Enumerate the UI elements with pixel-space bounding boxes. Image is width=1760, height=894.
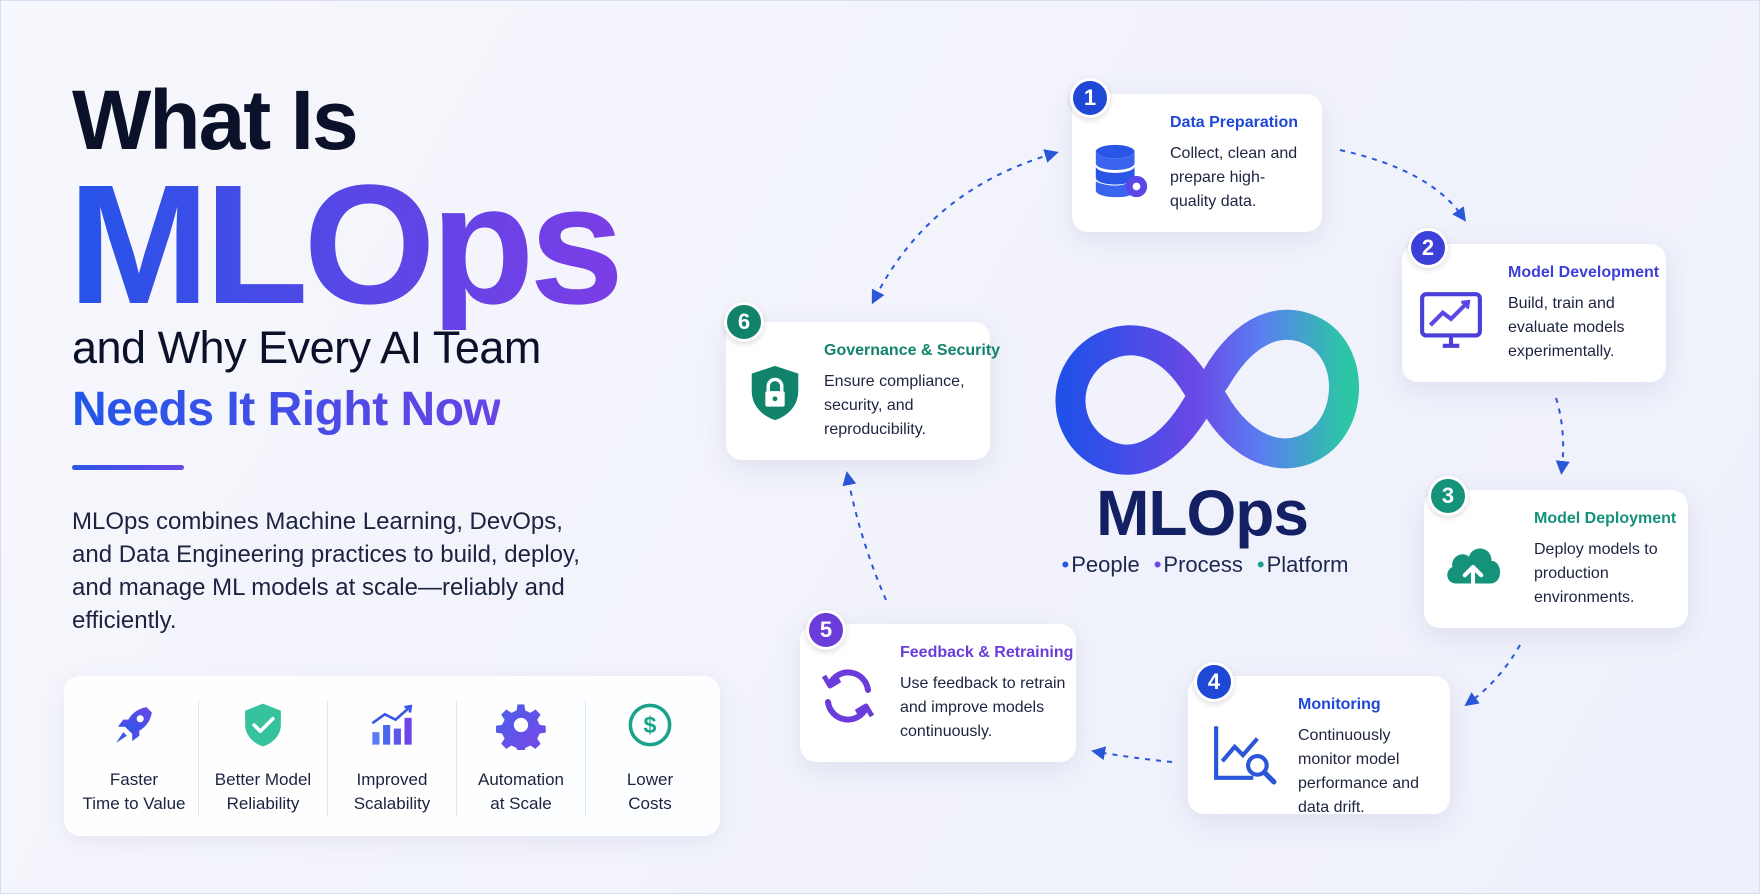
shield-check-icon	[245, 703, 281, 747]
step-number-badge: 4	[1194, 662, 1234, 702]
heading-line-4: Needs It Right Now	[72, 383, 501, 436]
step-card-governance-security: Governance & Security Ensure compliance,…	[726, 322, 1000, 460]
gear-icon	[496, 704, 546, 750]
step-card-feedback-retraining: Feedback & Retraining Use feedback to re…	[800, 624, 1076, 762]
pillars-row: •People •Process •Platform	[1040, 552, 1370, 578]
arrow-6-to-1	[871, 149, 1059, 305]
step-description: Deploy models to production environments…	[1534, 541, 1658, 606]
arrow-5-to-6	[842, 471, 887, 601]
benefit-label: Better Model Reliability	[214, 770, 312, 813]
step-card-model-deployment: Model Deployment Deploy models to produc…	[1424, 490, 1688, 628]
step-description: Ensure compliance, security, and reprodu…	[824, 373, 965, 438]
infinity-logo	[1055, 309, 1359, 475]
monitor-chart-icon	[1420, 292, 1482, 348]
step-number-badge: 6	[724, 302, 764, 342]
step-description: Collect, clean and prepare high-quality …	[1170, 145, 1298, 210]
step-title: Model Development	[1508, 264, 1660, 281]
benefit-item: Better Model Reliability	[199, 700, 328, 816]
benefit-label: Improved Scalability	[353, 770, 431, 813]
center-mlops-title: MLOps	[1096, 477, 1309, 549]
benefit-label: Automation at Scale	[478, 770, 564, 813]
step-description: Continuously monitor model performance a…	[1298, 727, 1419, 816]
step-number-badge: 3	[1428, 476, 1468, 516]
step-title: Model Deployment	[1534, 510, 1677, 527]
step-title: Governance & Security	[824, 342, 1001, 359]
step-card-model-development: Model Development Build, train and evalu…	[1402, 244, 1666, 382]
database-gear-icon	[1095, 144, 1148, 198]
step-number-badge: 1	[1070, 78, 1110, 118]
bar-chart-icon	[371, 704, 413, 745]
benefit-item: Faster Time to Value	[70, 700, 199, 816]
shield-lock-icon	[751, 365, 799, 421]
rocket-icon	[116, 707, 152, 743]
step-card-data-preparation: Data Preparation Collect, clean and prep…	[1072, 94, 1322, 232]
benefit-label: Faster Time to Value	[82, 770, 186, 813]
intro-description: MLOps combines Machine Learning, DevOps,…	[72, 508, 580, 634]
step-title: Data Preparation	[1170, 114, 1299, 131]
arrow-3-to-4	[1464, 644, 1521, 707]
pillar-platform: •Platform	[1256, 552, 1349, 577]
arrow-2-to-3	[1555, 397, 1570, 475]
benefit-item: Automation at Scale	[457, 700, 586, 816]
dollar-icon: $	[628, 703, 672, 747]
pillar-people: •People	[1061, 552, 1140, 577]
step-number-badge: 2	[1408, 228, 1448, 268]
svg-text:$: $	[644, 712, 657, 738]
step-number-badge: 5	[806, 610, 846, 650]
accent-divider	[72, 465, 184, 470]
heading-line-3: and Why Every AI Team	[72, 322, 541, 373]
step-card-monitoring: Monitoring Continuously monitor model pe…	[1188, 676, 1450, 816]
benefit-label: Lower Costs	[626, 770, 674, 813]
arrow-4-to-5	[1091, 746, 1173, 763]
cloud-upload-icon	[1447, 548, 1501, 594]
refresh-icon	[821, 669, 875, 723]
benefit-item: Improved Scalability	[328, 700, 457, 816]
step-title: Feedback & Retraining	[900, 644, 1074, 661]
benefits-bar: Faster Time to Value Better Model Reliab…	[64, 676, 720, 836]
heading-mlops: MLOps	[68, 150, 624, 340]
arrow-1-to-2	[1339, 149, 1467, 222]
step-description: Use feedback to retrain and improve mode…	[900, 675, 1066, 740]
chart-magnifier-icon	[1214, 726, 1277, 785]
step-description: Build, train and evaluate models experim…	[1508, 295, 1625, 360]
benefit-item: $ Lower Costs	[586, 700, 714, 816]
heading-line-1: What Is	[72, 73, 359, 167]
pillar-process: •Process	[1153, 552, 1243, 577]
step-title: Monitoring	[1298, 696, 1381, 713]
